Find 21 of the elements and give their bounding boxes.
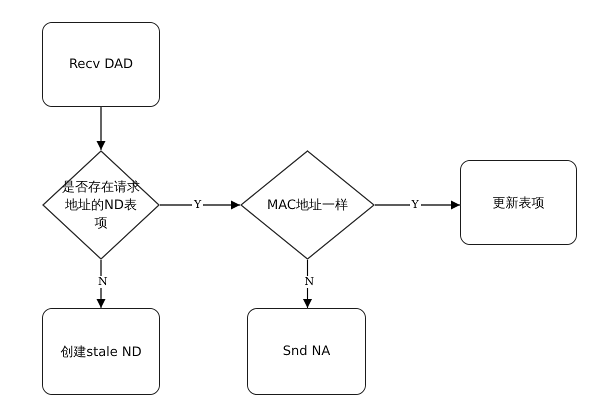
process-box — [42, 22, 160, 107]
arrow — [96, 107, 106, 150]
arrow — [160, 200, 240, 210]
arrow — [303, 260, 312, 308]
edge-label: Y — [192, 199, 204, 211]
edge-label: N — [96, 276, 110, 288]
process-box — [247, 308, 366, 395]
edge-label: Y — [410, 199, 421, 211]
node-label: MAC地址一样 — [267, 197, 348, 214]
node-label: 是否存在请求地址的ND表项 — [61, 179, 141, 232]
node-label: Snd NA — [282, 344, 330, 359]
arrow — [375, 200, 460, 210]
process-box — [42, 308, 160, 395]
arrow — [96, 260, 106, 308]
node-label: Recv DAD — [68, 57, 134, 72]
decision-diamond — [240, 150, 375, 260]
decision-diamond — [42, 150, 160, 260]
node-label: 更新表项 — [492, 194, 544, 212]
edge-label: N — [302, 276, 316, 288]
node-label: 创建stale ND — [60, 344, 142, 360]
process-box — [460, 160, 577, 245]
